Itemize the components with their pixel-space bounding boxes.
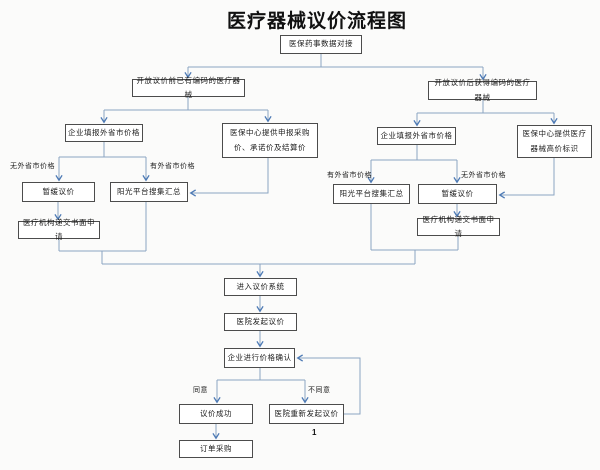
page-title: 医疗器械议价流程图	[226, 11, 407, 32]
node-left-platform: 阳光平台搜集汇总	[110, 182, 188, 202]
node-right-center-provide: 医保中心提供医疗器械高价标识	[517, 125, 592, 158]
label-agree: 同意	[193, 387, 208, 394]
flow-edge	[498, 158, 555, 199]
node-re-initiate: 医院重新发起议价	[269, 404, 344, 424]
node-left-postpone: 暂缓议价	[22, 182, 95, 202]
label-disagree: 不同意	[308, 387, 331, 394]
node-right-apply: 医疗机构递交书面申请	[417, 215, 500, 238]
node-negotiate-success: 议价成功	[179, 404, 253, 424]
node-right-platform: 阳光平台搜集汇总	[333, 184, 410, 204]
label-left-no-price: 无外省市价格	[10, 163, 55, 170]
flow-edge	[296, 354, 361, 415]
label-left-has-price: 有外省市价格	[150, 163, 195, 170]
flow-edge	[189, 158, 269, 197]
node-left-apply: 医疗机构递交书面申请	[18, 218, 100, 241]
node-right-postpone: 暂缓议价	[418, 184, 497, 204]
node-company-confirm: 企业进行价格确认	[224, 348, 295, 368]
node-start: 医保药事数据对接	[280, 35, 362, 54]
node-order-purchase: 订单采购	[179, 440, 253, 458]
node-left-fill-price: 企业填报外省市价格	[65, 124, 143, 142]
node-right-branch: 开放议价后获得编码的医疗器械	[428, 78, 537, 102]
node-enter-system: 进入议价系统	[224, 278, 297, 296]
label-right-no-price: 无外省市价格	[461, 172, 506, 179]
node-left-branch: 开放议价前已有编码的医疗器械	[132, 76, 245, 99]
page-number: 1	[312, 428, 317, 437]
node-right-fill-price: 企业填报外省市价格	[377, 127, 456, 145]
node-hospital-initiate: 医院发起议价	[224, 313, 297, 331]
node-left-center-provide: 医保中心提供申报采购价、承诺价及结算价	[222, 123, 318, 158]
label-right-has-price: 有外省市价格	[327, 172, 372, 179]
